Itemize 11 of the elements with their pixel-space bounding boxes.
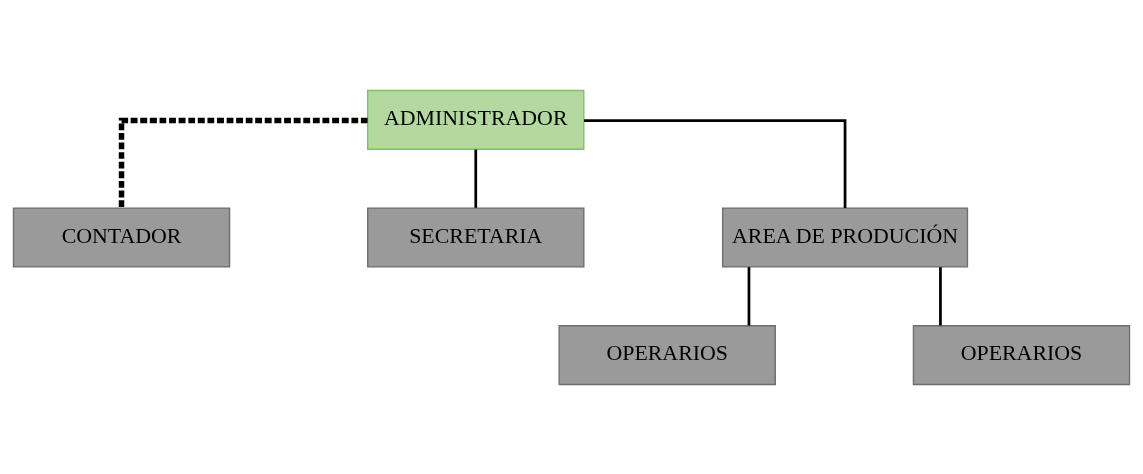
connector xyxy=(474,149,478,208)
node-box: AREA DE PRODUCIÓN xyxy=(721,206,969,268)
node-box: ADMINISTRADOR xyxy=(367,89,585,150)
node-box: OPERARIOS xyxy=(558,324,776,385)
connector xyxy=(747,266,751,325)
node-box: CONTADOR xyxy=(12,206,231,268)
node-box: OPERARIOS xyxy=(912,324,1131,385)
connector xyxy=(939,266,942,325)
connector xyxy=(584,118,847,208)
node-box: SECRETARIA xyxy=(367,206,585,268)
connector xyxy=(118,117,368,208)
